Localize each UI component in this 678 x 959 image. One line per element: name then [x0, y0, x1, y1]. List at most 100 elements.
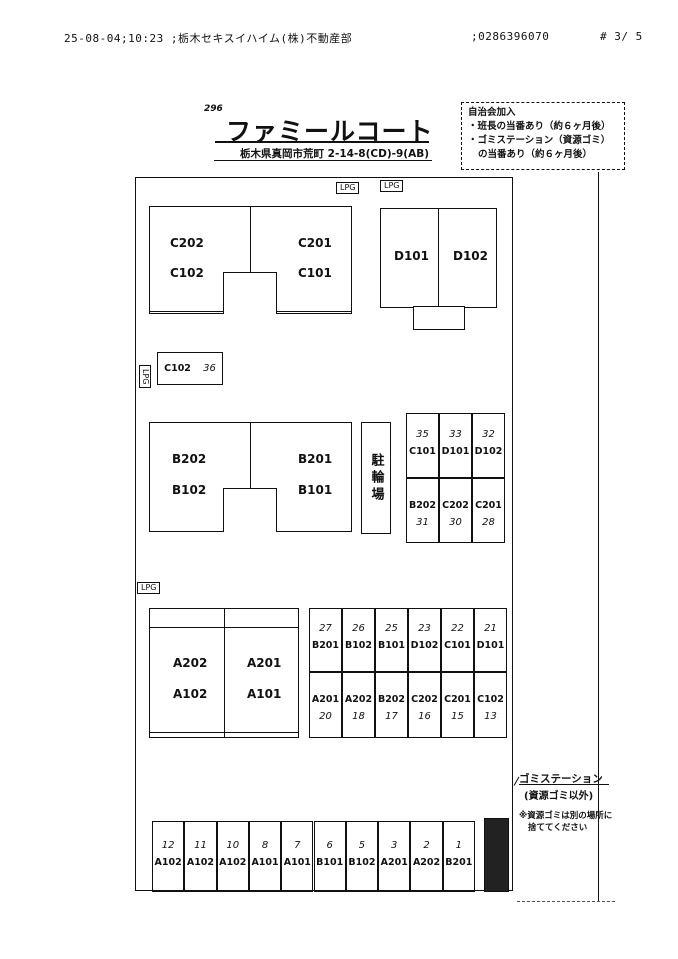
parking-number: 17: [385, 711, 398, 722]
site-boundary: [135, 177, 513, 891]
parking-unit: A201: [311, 694, 340, 705]
parking-unit: A101: [283, 856, 311, 868]
unit-divider: [438, 208, 439, 308]
parking-number: 33: [449, 428, 462, 440]
bicycle-parking-label: 駐輪場: [368, 452, 384, 504]
parking-unit: A102: [186, 856, 215, 868]
parking-unit: B101: [377, 640, 406, 651]
dashed-line: [517, 901, 615, 902]
parking-number: 7: [294, 839, 301, 851]
parking-unit: A101: [251, 856, 279, 868]
parking-unit: B102: [348, 856, 376, 868]
parking-unit: C202: [442, 499, 469, 511]
unit-label: A102: [173, 687, 208, 701]
parking-unit: C102: [164, 363, 191, 374]
parking-unit: A202: [412, 856, 441, 868]
entrance: [223, 488, 277, 532]
parking-number: 10: [226, 839, 240, 851]
notice-line-2: ・ゴミステーション（資源ゴミ）: [468, 135, 611, 146]
parking-slot: C202 30: [439, 478, 472, 543]
unit-label: B101: [298, 483, 333, 497]
parking-unit: B102: [344, 640, 373, 651]
notice-box: 自治会加入 ・班長の当番あり（約６ヶ月後） ・ゴミステーション（資源ゴミ） の当…: [461, 102, 625, 170]
parking-unit: D102: [410, 640, 439, 651]
unit-label: D101: [394, 249, 430, 263]
parking-number: 30: [449, 516, 462, 528]
unit-label: A201: [247, 656, 282, 670]
parking-unit: D101: [476, 640, 505, 651]
parking-unit: C102: [477, 694, 504, 705]
parking-number: 11: [194, 839, 207, 851]
parking-unit: D102: [474, 445, 503, 457]
parking-number: 18: [352, 711, 365, 722]
parking-number: 3: [391, 839, 398, 851]
unit-label: B201: [298, 452, 333, 466]
parking-unit: A102: [154, 856, 182, 868]
road-line: [598, 172, 599, 902]
notice-line-3: の当番あり（約６ヶ月後）: [478, 149, 593, 160]
unit-divider: [250, 206, 251, 314]
parking-number: 22: [451, 623, 464, 634]
unit-label: C202: [170, 236, 204, 250]
lpg-tank: LPG: [336, 182, 360, 194]
parking-number: 35: [416, 428, 429, 440]
parking-number: 5: [358, 839, 366, 851]
unit-label: B102: [172, 483, 207, 497]
parking-slot: C102 36: [157, 352, 223, 385]
parking-unit: B201: [445, 856, 473, 868]
unit-label: C101: [298, 266, 332, 280]
entrance: [223, 272, 277, 314]
address-underline: [214, 160, 432, 161]
parking-number: 28: [482, 516, 495, 528]
wall-line: [149, 627, 299, 628]
parking-number: 1: [455, 839, 463, 851]
parking-unit: A102: [219, 856, 247, 868]
parking-unit: C101: [409, 445, 436, 457]
wall-line: [149, 732, 299, 733]
fax-header-left: 25-08-04;10:23 ;栃木セキスイハイム(株)不動産部: [64, 32, 353, 45]
entrance: [413, 306, 465, 330]
parking-unit: C101: [444, 640, 471, 651]
parking-unit: C202: [411, 694, 438, 705]
garbage-station: [484, 818, 509, 892]
parking-unit: C201: [444, 694, 471, 705]
parking-number: 23: [418, 623, 431, 634]
parking-unit: B202: [377, 694, 406, 705]
unit-label: C102: [170, 266, 204, 280]
unit-divider: [250, 422, 251, 532]
title-underline: [215, 141, 429, 143]
garbage-subtitle: (資源ゴミ以外): [524, 791, 594, 802]
lpg-tank: LPG: [139, 365, 151, 389]
parking-number: 13: [484, 711, 497, 722]
parking-unit: D101: [441, 445, 470, 457]
fax-header-middle: ;0286396070: [471, 30, 550, 43]
garbage-note: ※資源ゴミは別の場所に: [519, 811, 613, 821]
parking-number: 2: [423, 839, 430, 851]
garbage-title-underline: [519, 784, 609, 785]
unit-label: A202: [173, 656, 208, 670]
bicycle-parking: 駐輪場: [361, 422, 391, 534]
property-address: 栃木県真岡市荒町 2-14-8(CD)-9(AB): [240, 148, 430, 160]
property-code: 296: [204, 104, 223, 114]
notice-line-1: ・班長の当番あり（約６ヶ月後）: [468, 121, 611, 132]
garbage-note: 捨ててください: [528, 823, 588, 833]
parking-unit: B202: [408, 499, 437, 511]
unit-label: D102: [453, 249, 489, 263]
